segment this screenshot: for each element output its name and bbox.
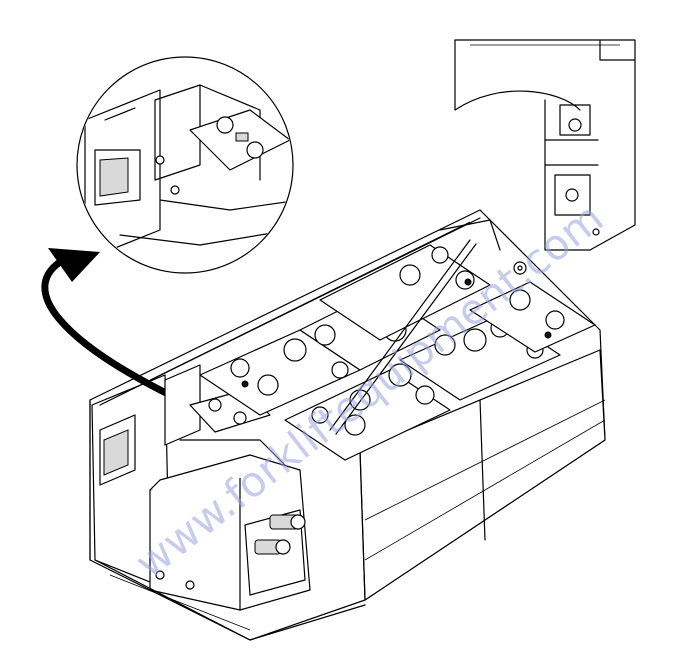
magnified-detail-circle xyxy=(76,56,294,274)
main-assembly xyxy=(89,209,606,641)
battery-right-rear xyxy=(469,281,596,353)
curved-arrow-icon xyxy=(41,248,174,399)
hinge-detail-view xyxy=(454,39,636,251)
battery-right-front xyxy=(284,363,451,461)
battery-rear-left xyxy=(319,244,491,341)
